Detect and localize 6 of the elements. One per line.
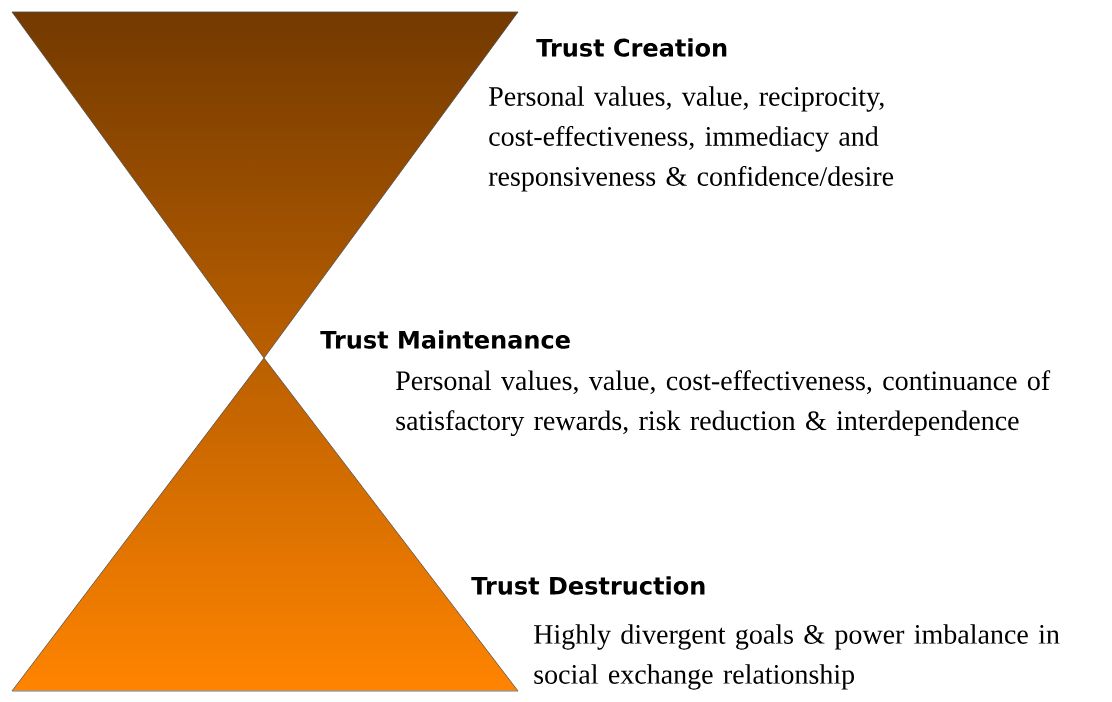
- description: Highly divergent goals & power imbalance in social exchange relationship: [534, 624, 1060, 690]
- description: Personal values, value, cost-effectiveness, continuance of satisfactory rewards, risk reduction & interdependence: [396, 370, 1051, 436]
- description: Personal values, value, reciprocity, cost-effectiveness, immediacy and responsiveness & confidence/desire: [488, 86, 894, 192]
- heading: Trust Maintenance: [320, 330, 570, 349]
- heading: Trust Creation: [536, 38, 727, 57]
- heading: Trust Destruction: [471, 576, 705, 595]
